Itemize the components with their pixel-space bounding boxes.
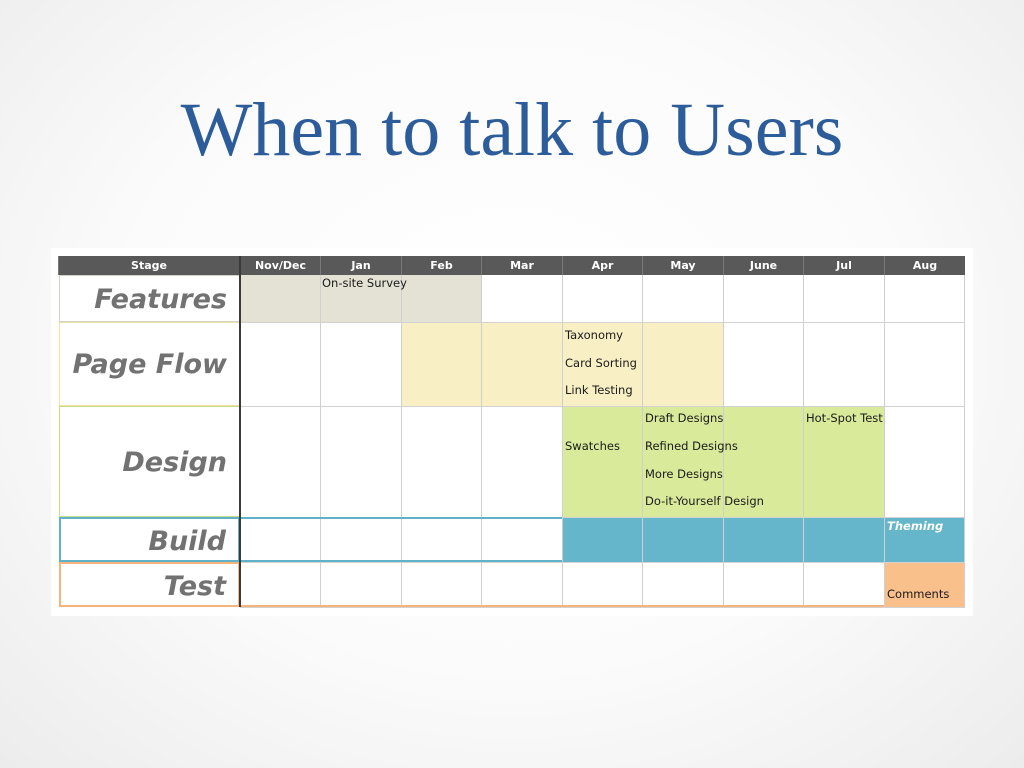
label-hotspot-test: Hot-Spot Test <box>806 411 883 425</box>
features-survey-block <box>240 275 481 322</box>
row-line <box>240 322 965 323</box>
label-draft-designs: Draft Designs <box>645 411 724 425</box>
stage-build: Build <box>59 517 240 562</box>
label-link-testing: Link Testing <box>565 383 633 397</box>
slide-title: When to talk to Users <box>180 88 844 172</box>
header-may: May <box>642 256 723 275</box>
grid-line <box>884 275 885 607</box>
row-line <box>240 406 965 407</box>
grid-line <box>964 275 965 607</box>
row-line <box>240 517 965 518</box>
header-feb: Feb <box>401 256 481 275</box>
grid-line <box>642 275 643 607</box>
test-comments-block <box>884 562 965 607</box>
label-diy-design: Do-it-Yourself Design <box>645 494 764 508</box>
stage-features: Features <box>59 275 240 322</box>
label-more-designs: More Designs <box>645 467 723 481</box>
grid-line <box>723 275 724 607</box>
label-onsite-survey: On-site Survey <box>322 276 407 290</box>
header-jan: Jan <box>320 256 401 275</box>
build-outline-bottom <box>240 560 562 562</box>
header-novdec: Nov/Dec <box>239 256 320 275</box>
header-mar: Mar <box>481 256 562 275</box>
stage-page-flow: Page Flow <box>59 322 240 406</box>
row-line <box>240 562 965 563</box>
header-aug: Aug <box>884 256 965 275</box>
grid-line <box>803 275 804 607</box>
header-apr: Apr <box>562 256 642 275</box>
grid-line <box>401 275 402 607</box>
header-jul: Jul <box>803 256 884 275</box>
grid-line <box>320 275 321 607</box>
header-june: June <box>723 256 803 275</box>
label-taxonomy: Taxonomy <box>565 328 623 342</box>
header-stage: Stage <box>58 256 239 275</box>
timeline-table: Stage Nov/Dec Jan Feb Mar Apr May June J… <box>51 248 973 616</box>
label-swatches: Swatches <box>565 439 620 453</box>
grid-line <box>481 275 482 607</box>
label-card-sorting: Card Sorting <box>565 356 637 370</box>
row-line <box>240 607 965 608</box>
label-theming: Theming <box>887 519 944 533</box>
stage-test: Test <box>59 562 240 607</box>
build-block <box>562 517 965 562</box>
test-outline-bottom <box>240 605 884 607</box>
stage-design: Design <box>59 406 240 517</box>
label-refined-designs: Refined Designs <box>645 439 738 453</box>
label-comments: Comments <box>887 587 950 601</box>
grid-line <box>562 275 563 607</box>
stage-divider <box>239 275 241 607</box>
build-outline-top <box>240 517 562 519</box>
